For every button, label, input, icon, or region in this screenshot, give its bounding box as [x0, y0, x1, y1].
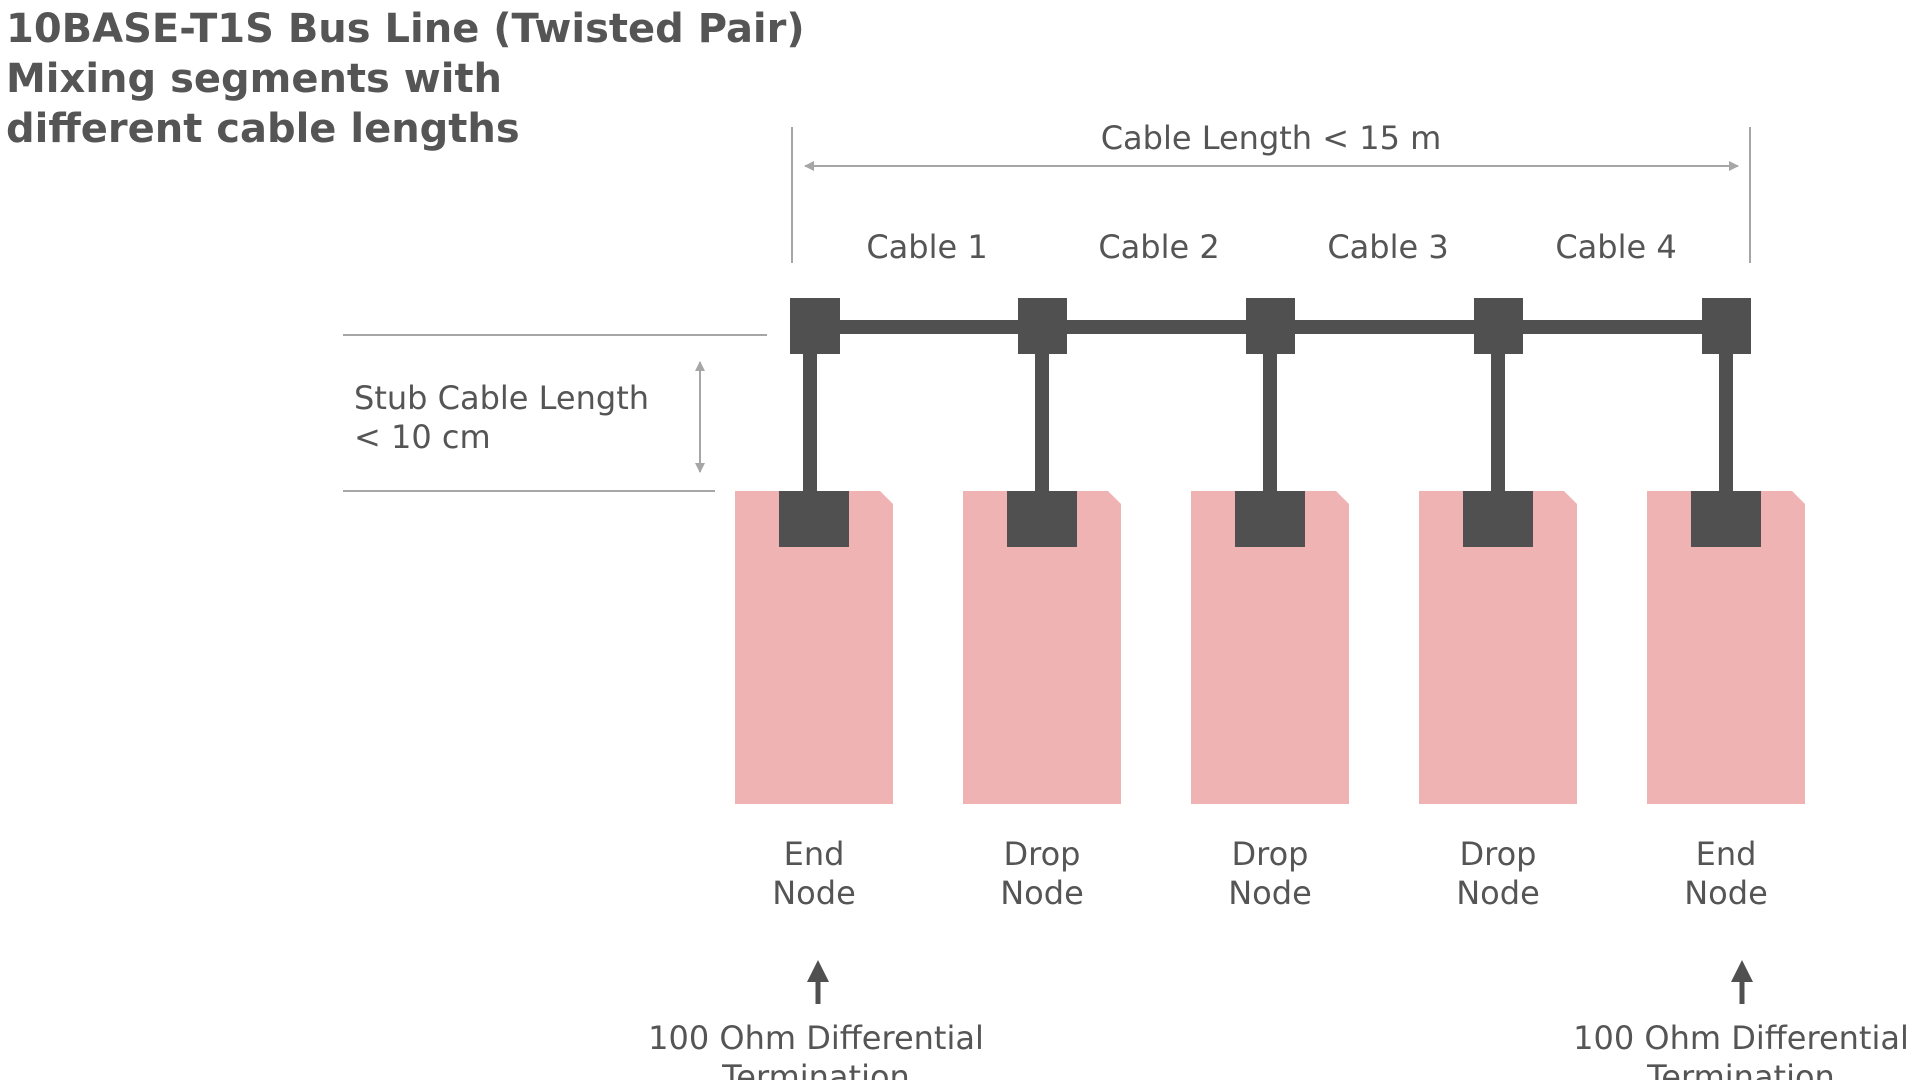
node-label-4-line-1: Drop: [1460, 835, 1537, 873]
node-label-5-line-2: Node: [1684, 874, 1768, 912]
stub-label-line-2: < 10 cm: [354, 418, 491, 456]
node-body-2: [963, 491, 1121, 804]
bus-junction-2: [1018, 298, 1067, 354]
cable-label-1: Cable 1: [866, 228, 987, 266]
termination-left-line-2: Termination: [721, 1058, 910, 1080]
termination-arrow-left-icon: [807, 960, 829, 982]
cable-label-3: Cable 3: [1327, 228, 1448, 266]
bus-junction-5: [1702, 298, 1751, 354]
node-label-3-line-2: Node: [1228, 874, 1312, 912]
termination-right-line-2: Termination: [1646, 1058, 1835, 1080]
bus-junction-1: [790, 298, 840, 354]
bus-line: [779, 298, 1761, 547]
node-body-3: [1191, 491, 1349, 804]
node-label-5-line-1: End: [1696, 835, 1757, 873]
node-body-5: [1647, 491, 1805, 804]
stub-label-line-1: Stub Cable Length: [354, 379, 649, 417]
node-label-3-line-1: Drop: [1232, 835, 1309, 873]
node-labels: End Node Drop Node Drop Node Drop Node E…: [772, 835, 1768, 912]
termination-right-line-1: 100 Ohm Differential: [1573, 1019, 1909, 1057]
node-label-2-line-1: Drop: [1004, 835, 1081, 873]
node-body-1: [735, 491, 893, 804]
cable-length-dimension: Cable Length < 15 m: [791, 119, 1751, 263]
title-line-2: Mixing segments with: [6, 56, 502, 102]
node-label-2-line-2: Node: [1000, 874, 1084, 912]
node-connector-1: [779, 491, 849, 547]
bus-junction-3: [1246, 298, 1295, 354]
node-label-4-line-2: Node: [1456, 874, 1540, 912]
node-connector-5: [1691, 491, 1761, 547]
cable-length-label: Cable Length < 15 m: [1101, 119, 1442, 157]
cable-label-4: Cable 4: [1555, 228, 1676, 266]
node-connector-2: [1007, 491, 1077, 547]
node-connector-3: [1235, 491, 1305, 547]
termination-left-line-1: 100 Ohm Differential: [648, 1019, 984, 1057]
stub-length-dimension: Stub Cable Length < 10 cm: [343, 334, 767, 492]
terminations: 100 Ohm Differential Termination 100 Ohm…: [648, 960, 1909, 1080]
node-label-1-line-1: End: [784, 835, 845, 873]
node-label-1-line-2: Node: [772, 874, 856, 912]
termination-arrow-right-icon: [1731, 960, 1753, 982]
cable-labels: Cable 1 Cable 2 Cable 3 Cable 4: [866, 228, 1676, 266]
node-body-4: [1419, 491, 1577, 804]
node-bodies: [735, 491, 1805, 804]
title-line-3: different cable lengths: [6, 106, 520, 152]
bus-junction-4: [1474, 298, 1523, 354]
title: 10BASE-T1S Bus Line (Twisted Pair) Mixin…: [6, 6, 805, 152]
cable-label-2: Cable 2: [1098, 228, 1219, 266]
title-line-1: 10BASE-T1S Bus Line (Twisted Pair): [6, 6, 805, 52]
node-connector-4: [1463, 491, 1533, 547]
